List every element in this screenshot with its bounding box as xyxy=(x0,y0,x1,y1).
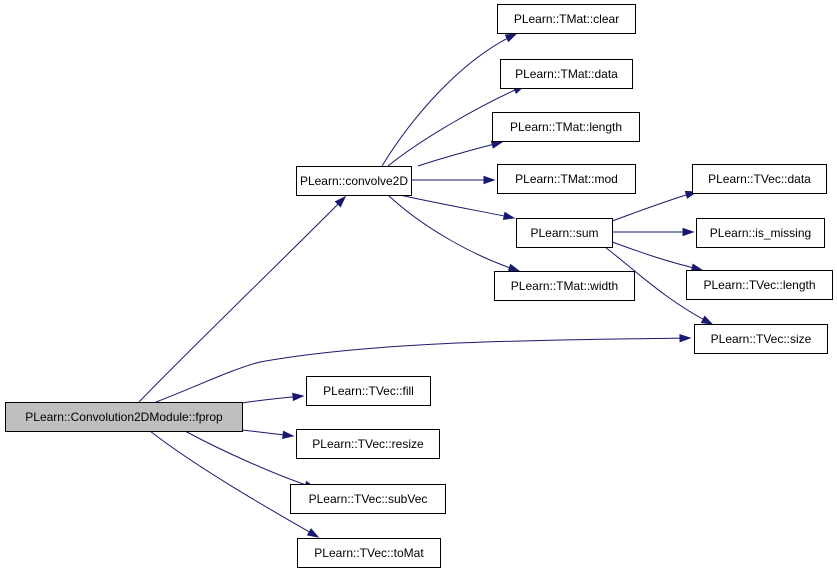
edge-fprop-to-tvec_subvec xyxy=(184,430,316,489)
node-fprop[interactable]: PLearn::Convolution2DModule::fprop xyxy=(5,402,243,432)
node-tmat_data[interactable]: PLearn::TMat::data xyxy=(500,59,633,89)
node-box xyxy=(306,376,431,406)
arrowhead-tvec_size xyxy=(700,315,714,325)
arrowhead-tmat_mod xyxy=(483,175,496,185)
edge-convolve2D-to-sum xyxy=(399,194,515,219)
node-label: PLearn::sum xyxy=(530,226,598,240)
node-box xyxy=(296,166,412,196)
arrowhead-tmat_length xyxy=(490,140,504,149)
node-tmat_clear[interactable]: PLearn::TMat::clear xyxy=(497,4,636,34)
arrowhead-tvec_fill xyxy=(292,392,305,402)
node-label: PLearn::TVec::length xyxy=(703,278,815,292)
edge-convolve2D-to-tmat_width xyxy=(387,194,520,272)
edge-convolve2D-to-tmat_clear xyxy=(381,33,517,167)
edge-sum-to-tvec_length xyxy=(611,241,703,271)
node-sum[interactable]: PLearn::sum xyxy=(516,218,613,248)
edge-convolve2D-to-tmat_data xyxy=(387,85,525,167)
arrowhead-tvec_resize xyxy=(282,430,295,440)
node-label: PLearn::TMat::mod xyxy=(515,172,618,186)
edge-fprop-to-tvec_tomat xyxy=(149,430,319,538)
node-tvec_tomat[interactable]: PLearn::TVec::toMat xyxy=(297,538,441,568)
node-label: PLearn::TMat::length xyxy=(510,120,622,134)
node-label: PLearn::TMat::width xyxy=(511,279,618,293)
arrowhead-tmat_clear xyxy=(504,33,518,43)
edge-convolve2D-to-tmat_length xyxy=(417,141,503,167)
node-label: PLearn::TVec::resize xyxy=(312,437,424,451)
arrowhead-tmat_width xyxy=(507,263,521,272)
arrowhead-tvec_tomat xyxy=(306,528,320,538)
node-tvec_data[interactable]: PLearn::TVec::data xyxy=(692,164,827,194)
node-label: PLearn::TVec::data xyxy=(708,172,811,186)
node-tmat_mod[interactable]: PLearn::TMat::mod xyxy=(497,164,636,194)
arrowhead-sum xyxy=(502,211,516,221)
edge-fprop-to-tvec_size xyxy=(155,337,691,403)
edge-sum-to-tvec_size xyxy=(604,246,713,325)
node-box xyxy=(694,324,828,354)
node-tmat_width[interactable]: PLearn::TMat::width xyxy=(494,271,635,301)
node-label: PLearn::TVec::size xyxy=(711,332,812,346)
node-label: PLearn::TMat::clear xyxy=(514,12,619,26)
node-box xyxy=(290,484,446,514)
node-box xyxy=(696,218,825,248)
node-tvec_resize[interactable]: PLearn::TVec::resize xyxy=(296,429,440,459)
node-tmat_length[interactable]: PLearn::TMat::length xyxy=(492,112,640,142)
node-label: PLearn::TMat::data xyxy=(515,67,618,81)
node-label: PLearn::TVec::toMat xyxy=(314,546,424,560)
node-box xyxy=(497,164,636,194)
node-label: PLearn::convolve2D xyxy=(300,174,408,188)
edge-fprop-to-convolve2D xyxy=(138,196,346,403)
node-label: PLearn::TVec::subVec xyxy=(309,492,428,506)
node-tvec_length[interactable]: PLearn::TVec::length xyxy=(686,270,833,300)
nodes-layer: PLearn::Convolution2DModule::fpropPLearn… xyxy=(5,4,833,568)
node-tvec_subvec[interactable]: PLearn::TVec::subVec xyxy=(290,484,446,514)
arrowhead-convolve2D xyxy=(334,195,347,208)
node-box xyxy=(494,271,635,301)
node-is_missing[interactable]: PLearn::is_missing xyxy=(696,218,825,248)
node-box xyxy=(492,112,640,142)
node-box xyxy=(500,59,633,89)
edge-sum-to-tvec_data xyxy=(611,191,697,222)
node-box xyxy=(296,429,440,459)
node-box xyxy=(5,402,243,432)
node-label: PLearn::Convolution2DModule::fprop xyxy=(25,410,223,424)
node-label: PLearn::is_missing xyxy=(710,226,811,240)
node-tvec_fill[interactable]: PLearn::TVec::fill xyxy=(306,376,431,406)
node-convolve2D[interactable]: PLearn::convolve2D xyxy=(296,166,412,196)
node-box xyxy=(686,270,833,300)
node-box xyxy=(297,538,441,568)
arrowhead-tvec_size xyxy=(679,333,692,343)
node-box xyxy=(497,4,636,34)
node-label: PLearn::TVec::fill xyxy=(323,384,414,398)
node-box xyxy=(692,164,827,194)
node-box xyxy=(516,218,613,248)
arrowhead-is_missing xyxy=(682,227,695,237)
node-tvec_size[interactable]: PLearn::TVec::size xyxy=(694,324,828,354)
